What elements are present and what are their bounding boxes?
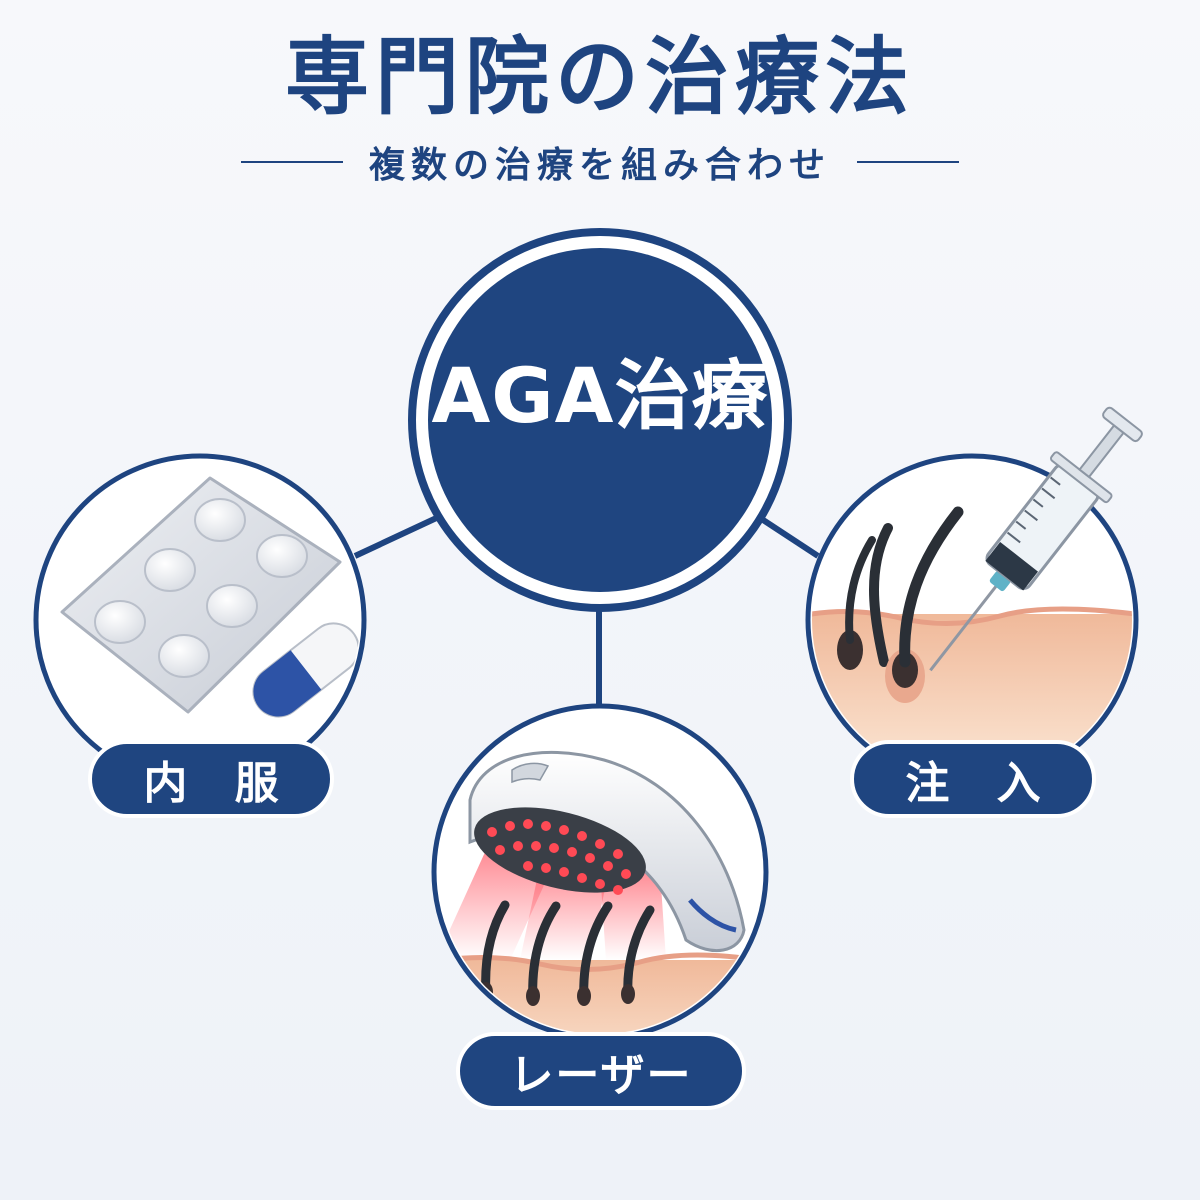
- treatment-label-injection: 注 入: [850, 740, 1096, 818]
- page-title: 専門院の治療法: [284, 28, 915, 126]
- oral-treatment-node: [33, 453, 367, 787]
- subtitle-rule-right: [857, 161, 959, 163]
- laser-diodes: [487, 819, 631, 895]
- treatment-label-oral: 内 服: [88, 740, 334, 818]
- laser-treatment-node: [431, 703, 769, 1041]
- blister-pack-icon: [60, 476, 342, 714]
- hub-label: AGA治療: [431, 351, 769, 440]
- hub-circle: [428, 248, 772, 592]
- page-subtitle: 複数の治療を組み合わせ: [368, 145, 831, 186]
- connector-lines: [353, 511, 820, 712]
- injection-treatment-node: [805, 406, 1143, 787]
- subtitle-row: 複数の治療を組み合わせ: [0, 134, 1200, 190]
- capsule-icon: [252, 622, 360, 718]
- laser-helmet-icon: [468, 750, 746, 953]
- treatment-label-laser: レーザー: [456, 1032, 746, 1110]
- subtitle-rule-left: [240, 161, 343, 163]
- syringe-icon: [929, 406, 1143, 672]
